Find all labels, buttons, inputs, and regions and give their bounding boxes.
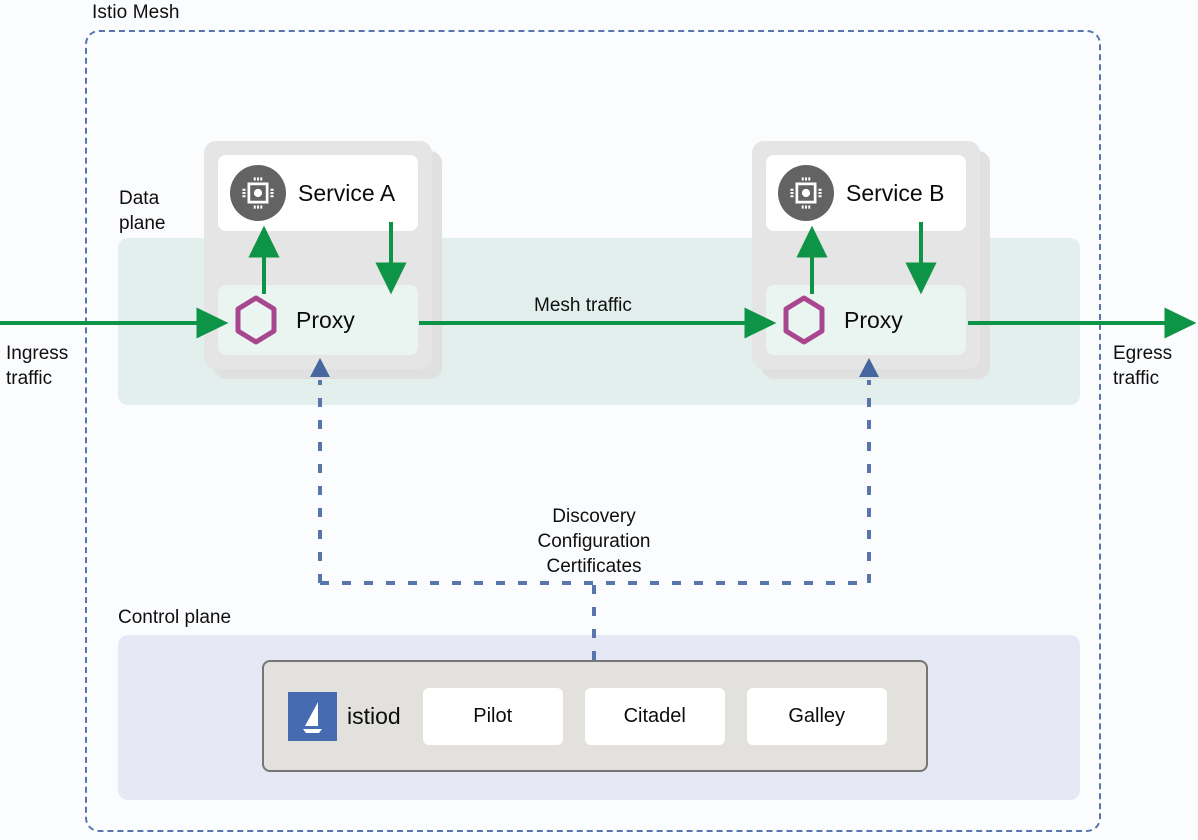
service-name-label: Service B xyxy=(846,179,945,206)
hexagon-icon xyxy=(778,294,830,346)
istiod-panel: istiod Pilot Citadel Galley xyxy=(262,660,928,772)
istiod-component-citadel[interactable]: Citadel xyxy=(584,687,725,745)
ingress-traffic-label: Ingress traffic xyxy=(6,343,69,389)
istiod-component-galley[interactable]: Galley xyxy=(746,687,887,745)
proxy-card[interactable]: Proxy xyxy=(218,285,418,355)
service-card[interactable]: Service B xyxy=(766,155,966,231)
egress-traffic-label: Egress traffic xyxy=(1113,343,1173,389)
control-signals-label: Discovery Configuration Certificates xyxy=(537,506,651,577)
cpu-chip-icon xyxy=(778,165,834,221)
istio-sail-logo xyxy=(288,691,337,741)
cpu-chip-icon xyxy=(230,165,286,221)
istio-mesh-boundary xyxy=(85,30,1101,832)
istio-mesh-label: Istio Mesh xyxy=(86,2,186,24)
mesh-traffic-label: Mesh traffic xyxy=(534,295,632,316)
hexagon-icon xyxy=(230,294,282,346)
istiod-component-pilot[interactable]: Pilot xyxy=(422,687,563,745)
control-plane-label: Control plane xyxy=(118,607,232,628)
istiod-name-label: istiod xyxy=(347,702,401,729)
proxy-name-label: Proxy xyxy=(844,306,903,333)
service-name-label: Service A xyxy=(298,179,396,206)
service-card[interactable]: Service A xyxy=(218,155,418,231)
pod-service-a: Service A Proxy xyxy=(204,141,442,379)
proxy-name-label: Proxy xyxy=(296,306,355,333)
istiod-brand: istiod xyxy=(288,691,401,741)
data-plane-label: Data plane xyxy=(119,188,166,234)
proxy-card[interactable]: Proxy xyxy=(766,285,966,355)
pod-service-b: Service B Proxy xyxy=(752,141,990,379)
